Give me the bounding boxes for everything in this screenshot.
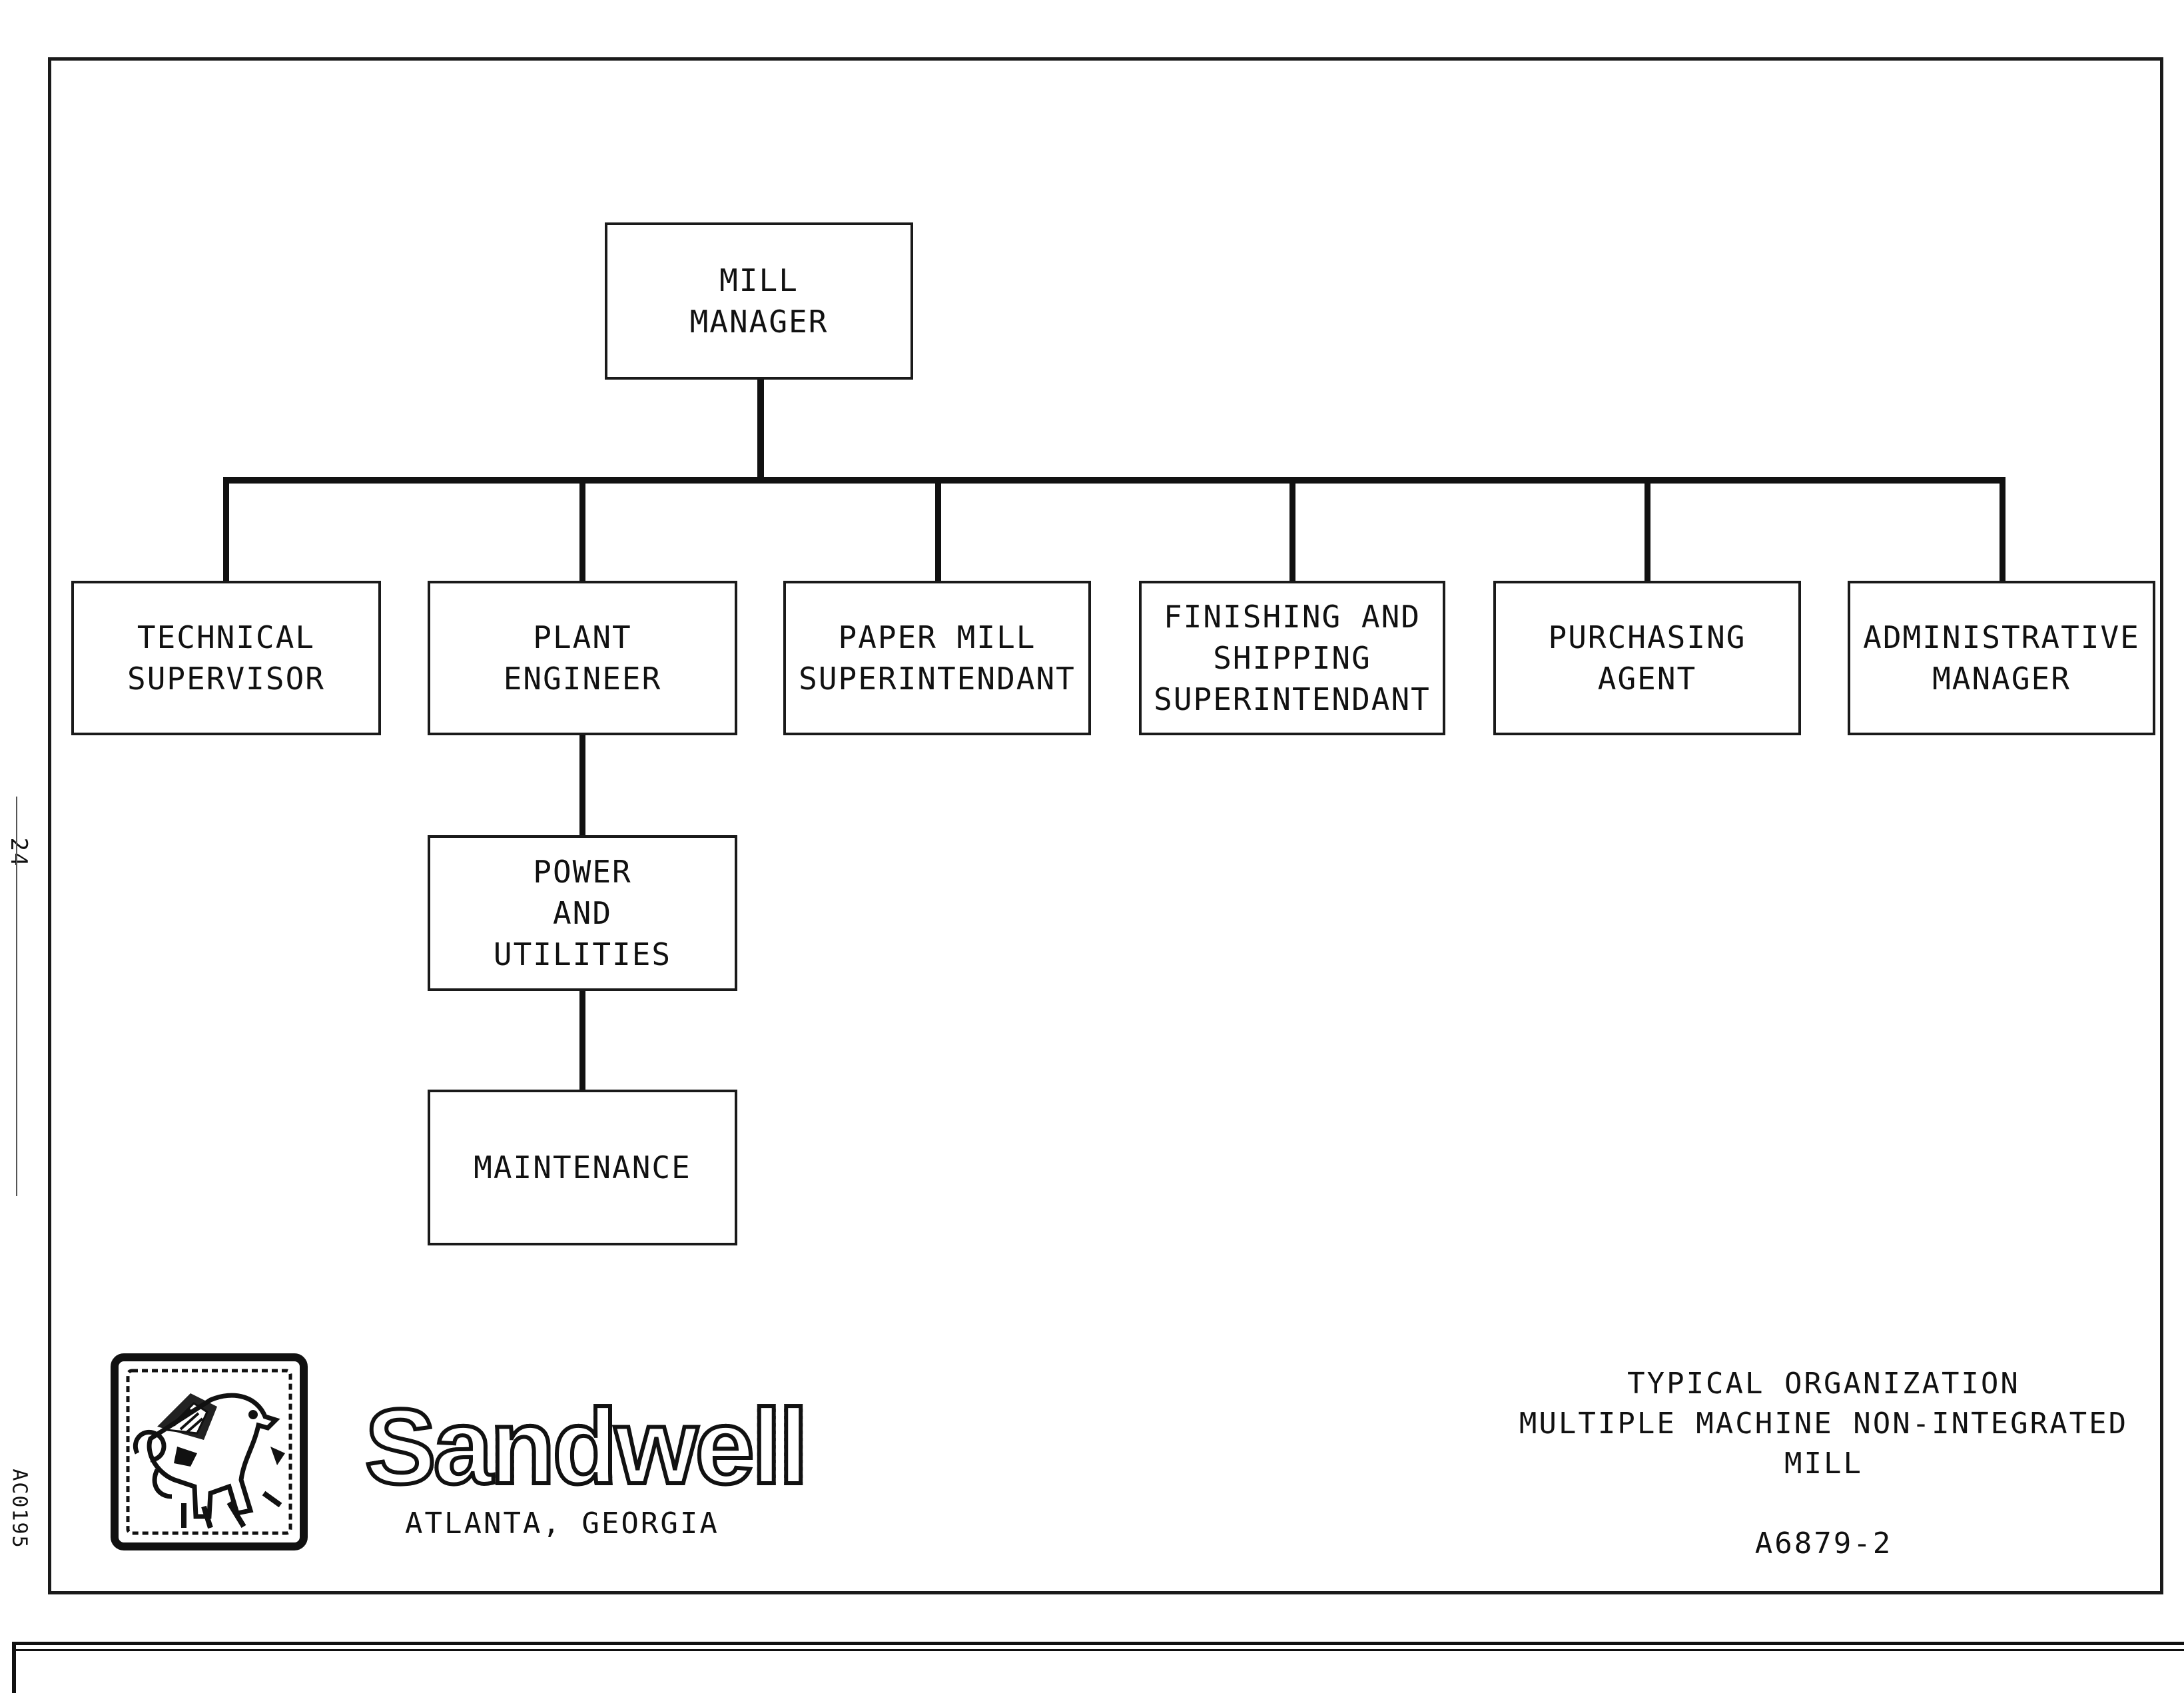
org-box-label-line: UTILITIES: [493, 936, 672, 972]
org-box-label-line: ADMINISTRATIVE: [1863, 619, 2140, 655]
connector-drop-plant: [579, 477, 585, 582]
org-box-label-line: MANAGER: [1932, 661, 2071, 697]
company-location: ATLANTA, GEORGIA: [405, 1507, 719, 1540]
connector-manager-down: [757, 378, 764, 480]
margin-rule: [16, 797, 17, 1196]
org-box-technical-supervisor: TECHNICAL SUPERVISOR: [71, 581, 381, 735]
connector-plant-to-power: [579, 733, 585, 839]
org-box-paper-mill-superintendant: PAPER MILL SUPERINTENDANT: [783, 581, 1091, 735]
drawing-title-line: TYPICAL ORGANIZATION: [1627, 1367, 2020, 1401]
document-code: AC0195: [7, 1469, 31, 1549]
org-box-label-line: SHIPPING: [1213, 640, 1371, 676]
connector-drop-finishing: [1289, 477, 1295, 582]
drawing-title-line: MULTIPLE MACHINE NON-INTEGRATED: [1519, 1407, 2129, 1441]
org-box-label-line: AND: [552, 895, 613, 931]
connector-drop-purchasing: [1644, 477, 1650, 582]
org-box-administrative-manager: ADMINISTRATIVE MANAGER: [1848, 581, 2155, 735]
org-box-label-line: FINISHING AND: [1163, 599, 1421, 635]
org-box-plant-engineer: PLANT ENGINEER: [428, 581, 737, 735]
connector-drop-technical: [223, 477, 229, 582]
connector-drop-admin: [2000, 477, 2005, 582]
org-box-label-line: SUPERINTENDANT: [799, 661, 1076, 697]
org-box-label-line: MAINTENANCE: [474, 1150, 691, 1185]
org-box-label-line: TECHNICAL: [137, 619, 316, 655]
org-box-power-and-utilities: POWER AND UTILITIES: [428, 835, 737, 991]
drawing-title-line: MILL: [1784, 1447, 1863, 1481]
org-box-finishing-shipping-superintendant: FINISHING AND SHIPPING SUPERINTENDANT: [1139, 581, 1445, 735]
org-box-label-line: AGENT: [1597, 661, 1697, 697]
griffin-emblem-icon: [111, 1353, 308, 1550]
bottom-rule: [12, 1642, 2184, 1651]
org-box-label-line: MILL: [719, 262, 799, 298]
company-wordmark: Sandwell: [363, 1387, 811, 1506]
org-box-maintenance: MAINTENANCE: [428, 1090, 737, 1245]
org-box-label-line: PLANT: [533, 619, 632, 655]
page-number: 24: [5, 837, 32, 868]
drawing-title: TYPICAL ORGANIZATION MULTIPLE MACHINE NO…: [1499, 1364, 2149, 1484]
org-box-label-line: SUPERVISOR: [127, 661, 325, 697]
drawing-number: A6879-2: [1754, 1526, 1893, 1560]
org-box-mill-manager: MILL MANAGER: [605, 222, 913, 380]
org-box-label-line: ENGINEER: [503, 661, 662, 697]
org-box-label-line: PAPER MILL: [838, 619, 1036, 655]
connector-drop-papermill: [935, 477, 941, 582]
org-box-label-line: POWER: [533, 854, 632, 890]
connector-power-to-maintenance: [579, 988, 585, 1095]
drawing-frame: [48, 57, 2163, 1594]
org-box-label-line: PURCHASING: [1548, 619, 1746, 655]
org-box-label-line: SUPERINTENDANT: [1154, 681, 1431, 717]
org-box-label-line: MANAGER: [689, 304, 829, 340]
connector-horizontal-bus: [223, 477, 2005, 484]
org-box-purchasing-agent: PURCHASING AGENT: [1493, 581, 1801, 735]
bottom-rule-tick: [12, 1642, 16, 1693]
